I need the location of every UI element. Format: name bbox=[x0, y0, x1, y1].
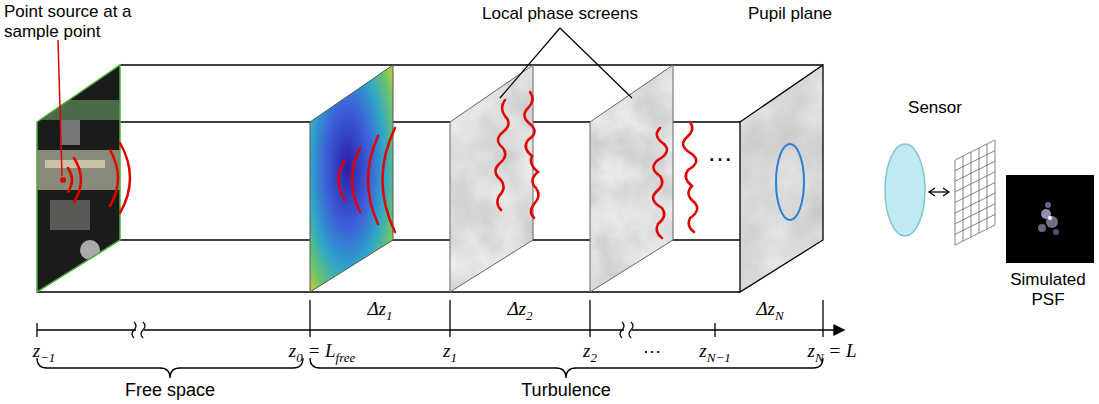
axis-label: z bbox=[289, 340, 296, 361]
axis-label-group: zN = L bbox=[808, 340, 857, 366]
axis-label: 1 bbox=[450, 350, 457, 365]
callout-label-group: Point source at a sample point bbox=[4, 2, 154, 41]
axis-label-group: z2 bbox=[583, 340, 597, 366]
callout-label: Point source at a sample point bbox=[4, 2, 136, 41]
region-label: Free space bbox=[125, 380, 215, 400]
axis-label: 2 bbox=[590, 350, 597, 365]
interval-label: N bbox=[775, 308, 784, 323]
axis-label: z bbox=[699, 340, 706, 361]
phase-screen bbox=[590, 65, 673, 292]
part-label: Sensor bbox=[908, 98, 962, 117]
axis-label: 0 bbox=[296, 350, 303, 365]
psf-speckle bbox=[1038, 202, 1059, 235]
interval-label: Δz bbox=[367, 298, 386, 319]
region-label-group: Turbulence bbox=[521, 380, 610, 401]
interval-label-group: ΔzN bbox=[756, 298, 783, 324]
axis-label-group: z1 bbox=[443, 340, 457, 366]
part-label: Simulated PSF bbox=[1010, 270, 1090, 309]
region-label-group: Free space bbox=[125, 380, 215, 401]
source-image bbox=[37, 65, 120, 292]
axis-label-group: z−1 bbox=[33, 340, 56, 366]
interval-label: 1 bbox=[386, 308, 393, 323]
interval-label-group: Δz1 bbox=[367, 298, 392, 324]
lens bbox=[885, 144, 925, 236]
part-label-group: Sensor bbox=[908, 98, 962, 118]
brace bbox=[37, 358, 823, 378]
axis-label: = L bbox=[824, 340, 857, 361]
interval-label: Δz bbox=[507, 298, 526, 319]
callout-label: Local phase screens bbox=[482, 4, 638, 23]
callout-label-group: Local phase screens bbox=[482, 4, 638, 24]
ellipsis-group: … bbox=[707, 138, 733, 168]
plane-label-group: Pupil plane bbox=[748, 4, 832, 24]
plane-label: Pupil plane bbox=[748, 4, 832, 23]
interval-label: Δz bbox=[756, 298, 775, 319]
free-space-phase bbox=[310, 65, 393, 292]
axis-label-group: z0 = Lfree bbox=[289, 340, 356, 366]
axis-break bbox=[132, 320, 633, 340]
psf-image bbox=[1006, 175, 1094, 263]
region-label: Turbulence bbox=[521, 380, 610, 400]
axis-label: z bbox=[33, 340, 40, 361]
axis-label: z bbox=[443, 340, 450, 361]
axis-label: N bbox=[815, 350, 824, 365]
part-label-group: Simulated PSF bbox=[1000, 270, 1096, 309]
point-source bbox=[60, 177, 66, 183]
tunnel-lines bbox=[37, 65, 823, 292]
ellipsis-group: … bbox=[643, 336, 662, 358]
axis-label: z bbox=[808, 340, 815, 361]
sensor-grid bbox=[955, 140, 995, 245]
axis-label: free bbox=[336, 350, 356, 365]
callout-lines bbox=[500, 28, 632, 98]
axis-label: = L bbox=[303, 340, 336, 361]
axis-label: z bbox=[583, 340, 590, 361]
leader-line bbox=[58, 40, 62, 176]
phase-screen bbox=[450, 65, 533, 292]
axis-label: N−1 bbox=[707, 350, 731, 365]
wavefronts bbox=[68, 92, 697, 238]
ellipsis: … bbox=[707, 137, 733, 167]
axis-label: −1 bbox=[40, 350, 55, 365]
interval-label-group: Δz2 bbox=[507, 298, 532, 324]
interval-label: 2 bbox=[526, 308, 533, 323]
ellipsis: … bbox=[643, 336, 662, 357]
lens-sensor-arrow bbox=[929, 188, 949, 196]
pupil-plane bbox=[740, 65, 823, 292]
pupil-aperture bbox=[776, 144, 804, 220]
source-frame bbox=[37, 65, 120, 292]
z-axis bbox=[37, 300, 844, 337]
axis-label-group: zN−1 bbox=[699, 340, 730, 366]
